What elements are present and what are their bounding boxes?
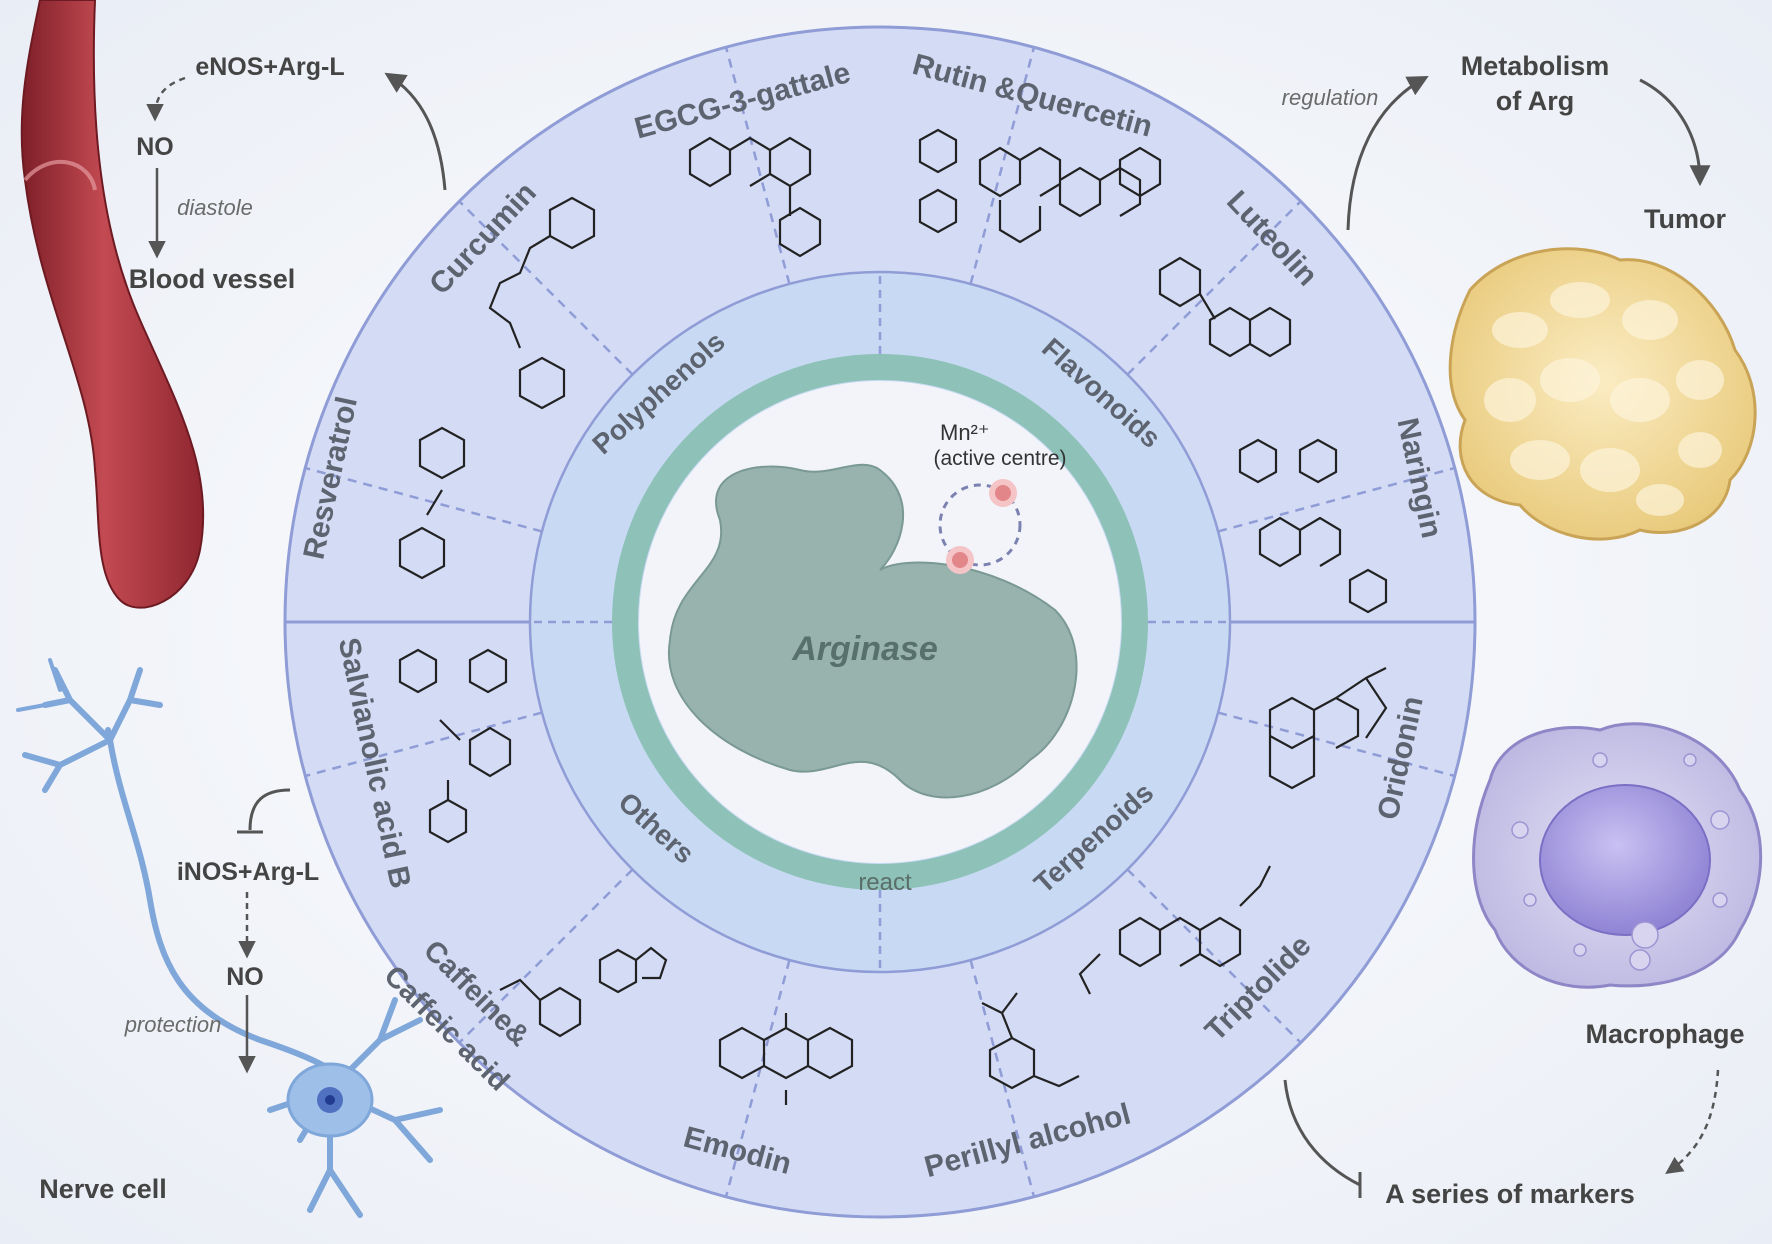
neuron-dendrite-tip	[107, 737, 113, 743]
react-label: react	[858, 869, 912, 896]
compound-wheel: Arginase Mn²⁺ (active centre) react Poly…	[283, 25, 1477, 1219]
rutin-quercetin-structure	[918, 128, 1162, 244]
enos-label: eNOS+Arg-L	[195, 53, 344, 81]
curcumin-to-enos-arrow	[384, 72, 447, 191]
metabolism-line2: of Arg	[1496, 86, 1574, 116]
metabolism-line1: Metabolism	[1461, 51, 1610, 81]
naringin-structure	[1238, 438, 1388, 614]
nerve-cell-panel: iNOS+Arg-L NO protection Nerve cell	[16, 658, 443, 1218]
active-centre-ring	[938, 483, 1022, 567]
blood-vessel-label: Blood vessel	[129, 264, 296, 294]
salvianolic-inhibit-arrow	[248, 788, 291, 831]
segment-divider-12	[724, 46, 791, 285]
resveratrol-structure	[398, 426, 466, 580]
neuron-nucleolus	[325, 1095, 335, 1105]
luteolin-to-metabolism-arrow	[1346, 76, 1429, 231]
segment-divider-7	[724, 959, 791, 1198]
tumor-panel: regulation Metabolism of Arg Tumor	[1282, 51, 1757, 541]
triptolide-inhibit-arrow	[1283, 1079, 1361, 1187]
segment-divider-4	[1217, 711, 1456, 778]
emodin-structure	[718, 1013, 854, 1105]
teal-ring	[612, 354, 1148, 890]
segment-dividers	[285, 46, 1475, 1198]
luteolin-structure	[1158, 256, 1292, 358]
tumor-texture	[1484, 282, 1724, 516]
segment-divider-10	[304, 466, 543, 533]
blood-vessel-panel: eNOS+Arg-L NO diastole Blood vessel	[20, 0, 447, 609]
curcumin-structure	[488, 196, 596, 410]
egcg-structure	[688, 136, 822, 258]
segment-divider-9	[304, 711, 543, 778]
enzyme-label: Arginase	[791, 630, 938, 668]
caffeine-structure	[499, 946, 668, 1038]
inos-label: iNOS+Arg-L	[177, 858, 319, 886]
regulation-label: regulation	[1282, 85, 1379, 110]
segment-divider-8	[458, 868, 634, 1044]
macrophage-panel: Macrophage A series of markers	[1283, 722, 1763, 1209]
segment-divider-3	[1217, 466, 1456, 533]
cofactor-note: (active centre)	[933, 447, 1066, 470]
macrophage-nucleus	[1539, 784, 1711, 936]
segment-divider-11	[458, 200, 634, 376]
molecular-structures	[398, 128, 1388, 1105]
protection-label: protection	[124, 1012, 222, 1037]
no-label-top: NO	[136, 133, 174, 161]
vessel-highlight	[23, 160, 97, 191]
enos-to-no-arrow	[146, 76, 186, 122]
macrophage-to-markers-arrow	[1665, 1069, 1720, 1174]
blood-vessel-illustration	[20, 0, 205, 609]
segment-divider-6	[969, 959, 1036, 1198]
segment-divider-2	[1126, 200, 1302, 376]
oridonin-structure	[1268, 667, 1388, 790]
diastole-label: diastole	[177, 195, 253, 220]
tumor-label: Tumor	[1644, 204, 1726, 234]
macrophage-vesicles	[1511, 752, 1730, 971]
segment-divider-1	[969, 46, 1036, 285]
cofactor-label: Mn²⁺	[940, 420, 990, 445]
nerve-cell-label: Nerve cell	[39, 1174, 167, 1204]
markers-label: A series of markers	[1385, 1179, 1635, 1209]
perillyl-structure	[981, 992, 1080, 1090]
no-label-bottom: NO	[226, 963, 264, 991]
metabolism-to-tumor-arrow	[1639, 78, 1711, 187]
macrophage-label: Macrophage	[1585, 1019, 1744, 1049]
mn-ion-2	[946, 546, 974, 574]
segment-divider-5	[1126, 868, 1302, 1044]
triptolide-structure	[1078, 865, 1271, 995]
mn-ion-1	[989, 479, 1017, 507]
arginase-enzyme	[667, 463, 1078, 799]
salvianolic-structure	[398, 648, 512, 844]
